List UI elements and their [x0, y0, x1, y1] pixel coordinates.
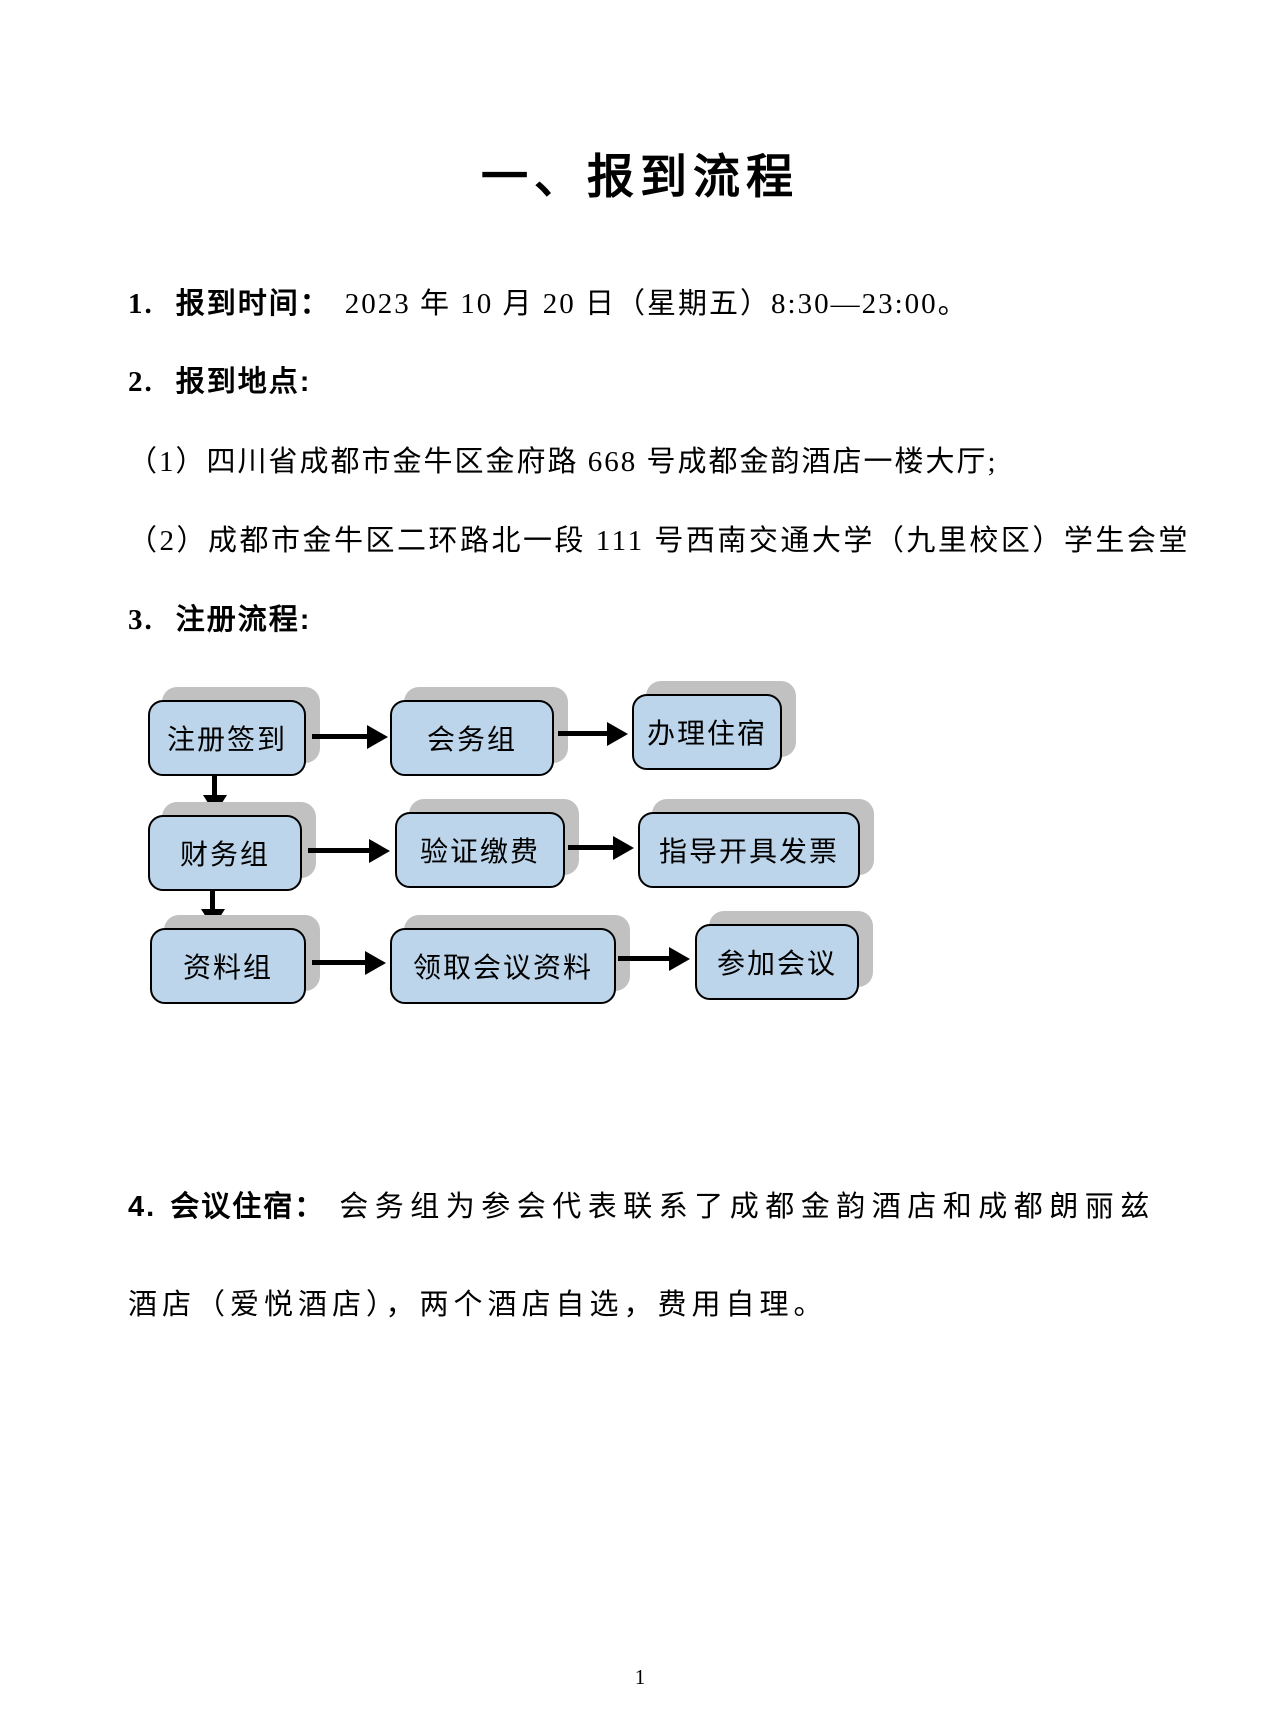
arrow-right-icon [568, 845, 614, 850]
flow-node-attend-conference: 参加会议 [695, 924, 859, 1000]
item-text: 2023 年 10 月 20 日（星期五）8:30—23:00。 [344, 288, 969, 320]
item-hotel-line2: 酒店（爱悦酒店），两个酒店自选，费用自理。 [128, 1289, 828, 1321]
flow-node-label: 资料组 [182, 953, 273, 984]
location-1: （1）四川省成都市金牛区金府路 668 号成都金韵酒店一楼大厅; [128, 446, 998, 478]
item-label: 会议住宿： [170, 1191, 326, 1223]
flow-node-label: 参加会议 [716, 949, 837, 980]
arrow-down-icon [210, 890, 215, 910]
flow-node-label: 财务组 [179, 840, 270, 871]
flow-node-label: 指导开具发票 [658, 837, 839, 868]
flow-node-verify-payment: 验证缴费 [395, 812, 565, 888]
page-title: 一、报到流程 [481, 150, 799, 203]
arrow-right-icon [618, 956, 670, 961]
item-number: 3. [128, 604, 154, 636]
item-hotel-line1: 4. 会议住宿： 会务组为参会代表联系了成都金韵酒店和成都朗丽兹 [128, 1183, 1156, 1225]
arrow-right-icon [558, 731, 608, 736]
flow-node-invoice-guidance: 指导开具发票 [638, 812, 860, 888]
item-checkin-time: 1. 报到时间： 2023 年 10 月 20 日（星期五）8:30—23:00。 [128, 280, 969, 322]
flow-node-register-signin: 注册签到 [148, 700, 306, 776]
flow-node-label: 注册签到 [166, 725, 287, 756]
item-number: 1. [128, 288, 154, 320]
item-number: 4. [128, 1191, 157, 1223]
flow-node-collect-materials: 领取会议资料 [390, 928, 616, 1004]
arrow-right-icon [312, 960, 366, 965]
flow-node-label: 办理住宿 [646, 719, 767, 750]
item-number: 2. [128, 366, 154, 398]
item-label: 注册流程: [175, 604, 312, 636]
flow-node-finance-group: 财务组 [148, 815, 302, 891]
flow-node-materials-group: 资料组 [150, 928, 306, 1004]
flow-node-label: 验证缴费 [419, 837, 540, 868]
item-label: 报到时间： [175, 288, 331, 320]
item-checkin-location: 2. 报到地点: [128, 358, 311, 400]
item-registration-flow: 3. 注册流程: [128, 596, 311, 638]
page-number: 1 [634, 1665, 646, 1689]
arrow-right-icon [308, 848, 370, 853]
flow-node-label: 领取会议资料 [412, 953, 593, 984]
location-2: （2）成都市金牛区二环路北一段 111 号西南交通大学（九里校区）学生会堂 [128, 525, 1190, 557]
item-text-line1: 会务组为参会代表联系了成都金韵酒店和成都朗丽兹 [339, 1191, 1156, 1223]
flow-node-conference-group: 会务组 [390, 700, 554, 776]
arrow-right-icon [312, 734, 368, 739]
flow-node-label: 会务组 [426, 725, 517, 756]
flow-node-accommodation: 办理住宿 [632, 694, 782, 770]
arrow-down-icon [212, 776, 217, 796]
registration-flowchart: 注册签到 会务组 办理住宿 财务组 验证缴费 指导开具发票 资料组 领取会议资 [0, 690, 1280, 1020]
item-label: 报到地点: [175, 366, 312, 398]
